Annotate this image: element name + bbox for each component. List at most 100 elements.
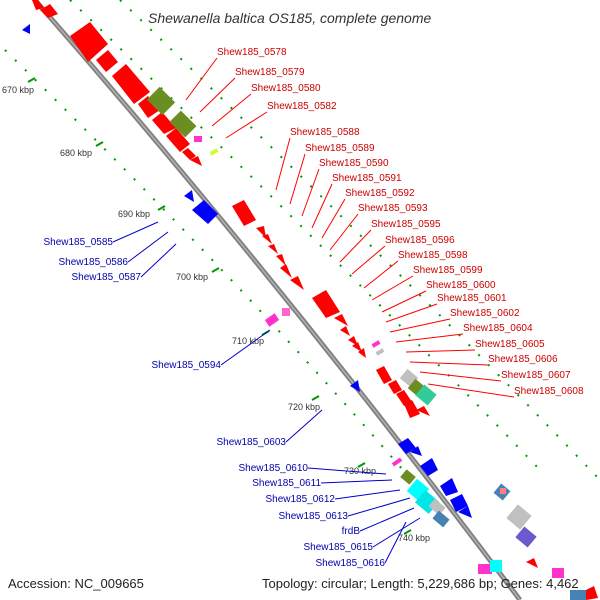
forward-gene-label[interactable]: Shew185_0593	[358, 203, 428, 214]
reverse-gene-label[interactable]: Shew185_0594	[151, 360, 221, 371]
gene-magenta[interactable]	[552, 568, 564, 578]
forward-gene[interactable]	[138, 96, 160, 118]
reverse-gene-label[interactable]: frdB	[342, 526, 361, 537]
gene-magenta[interactable]	[282, 308, 290, 316]
forward-gene[interactable]	[232, 200, 256, 226]
forward-gene-label[interactable]: Shew185_0592	[345, 188, 415, 199]
forward-gene[interactable]	[152, 112, 176, 134]
forward-gene-label[interactable]: Shew185_0602	[450, 308, 520, 319]
reverse-gene-label[interactable]: Shew185_0613	[278, 511, 348, 522]
ruler-label-680: 680 kbp	[60, 148, 92, 158]
gene-salmon[interactable]	[500, 488, 506, 494]
forward-gene[interactable]	[268, 244, 278, 254]
forward-gene[interactable]	[352, 342, 362, 352]
gene-magenta[interactable]	[194, 136, 202, 142]
forward-gene[interactable]	[32, 0, 44, 10]
forward-gene[interactable]	[112, 64, 150, 104]
reverse-gene-label[interactable]: Shew185_0616	[315, 558, 385, 569]
gene-olive[interactable]	[146, 86, 176, 116]
reverse-gene[interactable]	[420, 458, 438, 476]
forward-label-leader	[385, 303, 438, 323]
forward-gene[interactable]	[312, 290, 340, 318]
forward-gene-label[interactable]: Shew185_0600	[426, 280, 496, 291]
forward-gene-label[interactable]: Shew185_0580	[251, 83, 321, 94]
gene-magenta[interactable]	[391, 457, 403, 467]
forward-gene-label[interactable]: Shew185_0598	[398, 250, 468, 261]
forward-gene[interactable]	[290, 276, 304, 290]
forward-gene-label[interactable]: Shew185_0604	[463, 323, 533, 334]
forward-gene-label[interactable]: Shew185_0590	[319, 158, 389, 169]
reverse-gene[interactable]	[184, 190, 194, 202]
forward-gene[interactable]	[276, 254, 286, 266]
forward-gene[interactable]	[256, 226, 266, 238]
forward-gene[interactable]	[340, 326, 350, 336]
gene-steelblue[interactable]	[570, 590, 586, 600]
reverse-gene-label[interactable]: Shew185_0603	[216, 437, 286, 448]
gene-silver[interactable]	[375, 348, 385, 356]
reverse-gene-label[interactable]: Shew185_0587	[71, 272, 141, 283]
forward-gene[interactable]	[376, 366, 392, 384]
forward-gene-label[interactable]: Shew185_0578	[217, 47, 287, 58]
gene-yellowgreen[interactable]	[209, 148, 219, 156]
reverse-gene-label[interactable]: Shew185_0586	[58, 257, 128, 268]
gene-olive[interactable]	[169, 110, 197, 138]
gene-magenta[interactable]	[478, 564, 492, 574]
reverse-gene[interactable]	[450, 494, 468, 512]
forward-gene-label[interactable]: Shew185_0588	[290, 127, 360, 138]
gene-olive[interactable]	[400, 469, 416, 485]
forward-gene[interactable]	[280, 264, 292, 278]
forward-gene-label[interactable]: Shew185_0599	[413, 265, 483, 276]
forward-gene-label[interactable]: Shew185_0605	[475, 339, 545, 350]
forward-gene-label[interactable]: Shew185_0589	[305, 143, 375, 154]
reverse-gene-label[interactable]: Shew185_0612	[265, 494, 335, 505]
reverse-gene[interactable]	[410, 446, 422, 456]
forward-gene[interactable]	[40, 4, 58, 18]
gene-green[interactable]	[415, 384, 437, 406]
forward-gene[interactable]	[404, 400, 420, 418]
forward-gene-label[interactable]: Shew185_0595	[371, 219, 441, 230]
reverse-gene[interactable]	[192, 200, 218, 224]
forward-gene[interactable]	[526, 558, 538, 568]
reverse-gene-label[interactable]: Shew185_0585	[43, 237, 113, 248]
forward-gene[interactable]	[334, 314, 348, 326]
forward-gene[interactable]	[348, 336, 358, 346]
forward-gene[interactable]	[166, 128, 190, 152]
forward-gene[interactable]	[262, 234, 272, 244]
reverse-genes	[22, 24, 472, 528]
ruler-label-710: 710 kbp	[232, 336, 264, 346]
gene-silver[interactable]	[428, 498, 446, 516]
reverse-gene[interactable]	[350, 380, 360, 392]
forward-gene-label[interactable]: Shew185_0596	[385, 235, 455, 246]
gene-silver[interactable]	[506, 504, 532, 530]
forward-gene[interactable]	[388, 380, 402, 394]
forward-gene-label[interactable]: Shew185_0608	[514, 386, 584, 397]
forward-gene[interactable]	[182, 148, 196, 160]
forward-gene[interactable]	[190, 156, 202, 166]
forward-gene-label[interactable]: Shew185_0591	[332, 173, 402, 184]
gene-magenta[interactable]	[264, 313, 280, 327]
forward-gene-label[interactable]: Shew185_0579	[235, 67, 305, 78]
forward-gene-label[interactable]: Shew185_0582	[267, 101, 337, 112]
forward-gene[interactable]	[358, 348, 366, 358]
gene-cyan[interactable]	[490, 560, 502, 572]
reverse-gene[interactable]	[22, 24, 30, 34]
reverse-gene[interactable]	[398, 438, 416, 454]
gene-magenta[interactable]	[371, 340, 381, 348]
gene-steelblue[interactable]	[432, 510, 450, 528]
forward-label-leader	[389, 318, 451, 333]
reverse-leaders	[112, 221, 421, 564]
reverse-gene[interactable]	[440, 478, 458, 496]
reverse-gene-label[interactable]: Shew185_0615	[303, 542, 373, 553]
forward-gene-label[interactable]: Shew185_0601	[437, 293, 507, 304]
forward-gene[interactable]	[70, 22, 108, 62]
forward-gene-label[interactable]: Shew185_0606	[488, 354, 558, 365]
length-label: Length:	[370, 576, 414, 591]
forward-label-leader	[275, 137, 291, 191]
forward-gene-label[interactable]: Shew185_0607	[501, 370, 571, 381]
reverse-gene-label[interactable]: Shew185_0610	[238, 463, 308, 474]
reverse-gene-label[interactable]: Shew185_0611	[252, 478, 321, 489]
reverse-gene[interactable]	[458, 506, 472, 518]
forward-gene[interactable]	[96, 50, 118, 72]
forward-gene[interactable]	[416, 406, 430, 416]
gene-slateblue[interactable]	[515, 526, 537, 548]
